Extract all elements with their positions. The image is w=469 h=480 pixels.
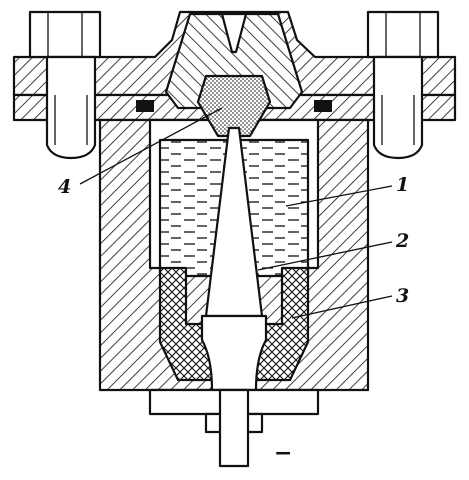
electrode-base xyxy=(200,314,268,392)
negative-polarity-mark: − xyxy=(274,441,292,466)
bolt-left xyxy=(28,10,102,160)
terminal-stem xyxy=(218,388,250,468)
nozzle-cap xyxy=(164,12,304,110)
bolt-right xyxy=(366,10,440,160)
callout-label-2: 2 xyxy=(395,230,409,252)
nozzle-bore xyxy=(220,12,248,54)
callout-label-1: 1 xyxy=(396,174,409,196)
leader-lines xyxy=(79,107,393,319)
porous-plug xyxy=(196,74,272,138)
gaskets xyxy=(136,100,332,112)
callout-label-4: 4 xyxy=(58,176,71,198)
callout-label-3: 3 xyxy=(396,285,409,307)
